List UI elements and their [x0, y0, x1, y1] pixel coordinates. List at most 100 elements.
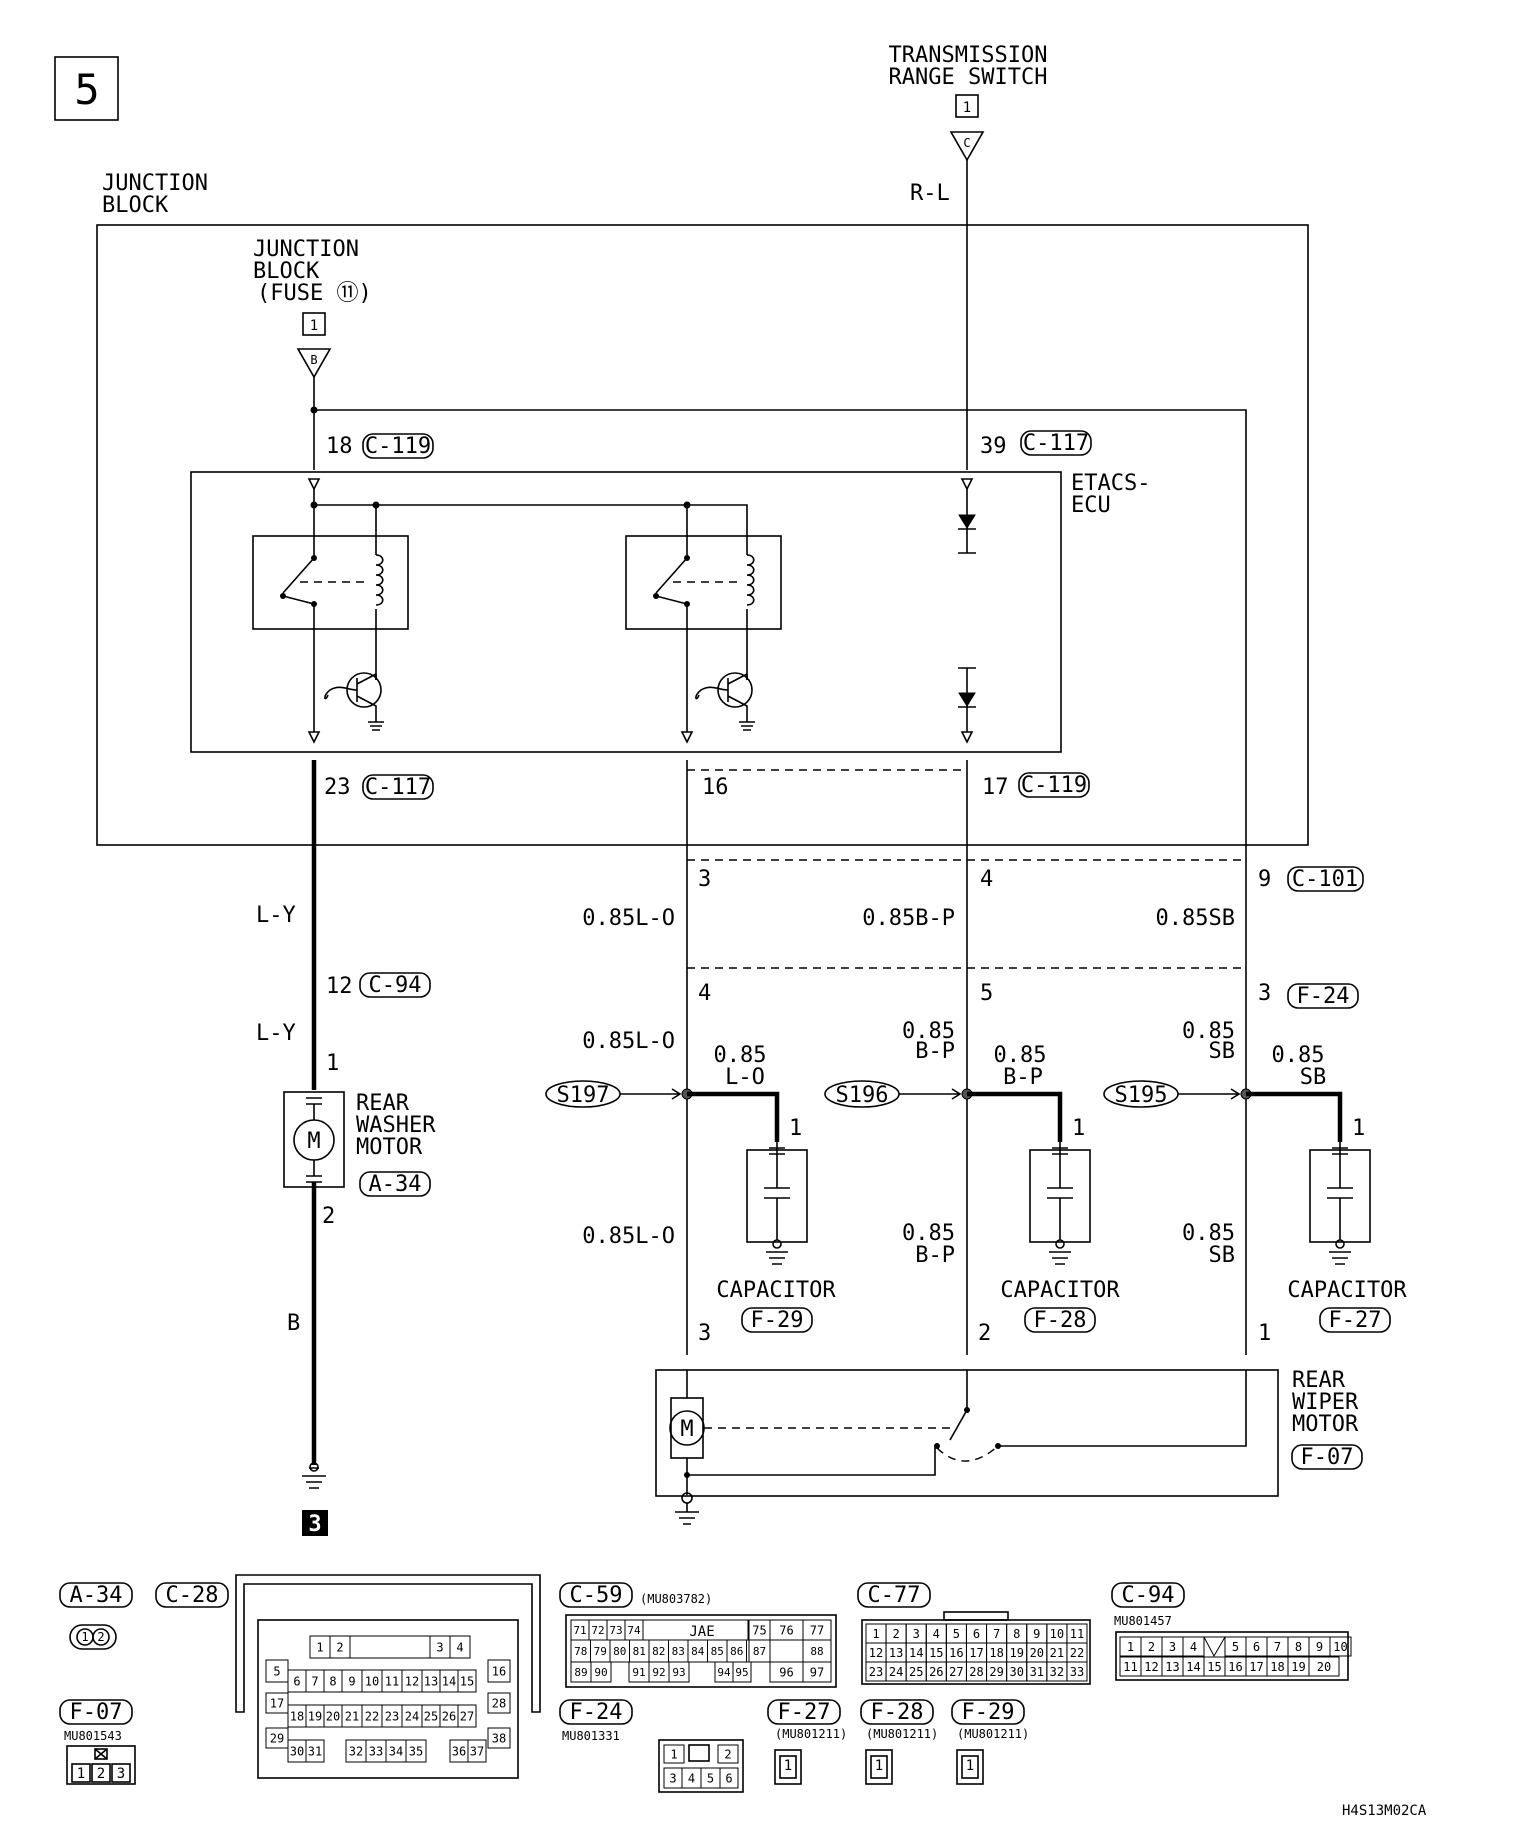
fuse-label-3: (FUSE ⑪) [257, 281, 372, 306]
etacs-ecu-label-2: ECU [1071, 493, 1111, 518]
fuse-page-ref: 1 [310, 318, 318, 334]
wire-color-l-y-2: L-Y [256, 1021, 296, 1046]
conn-box-c119-top [362, 433, 434, 459]
c59-pin-90-cell [590, 1661, 612, 1683]
legend-f28-tag [860, 1699, 934, 1725]
rear-washer-motor-label-1: REAR [356, 1091, 410, 1116]
c77-pin-32-label: 32 [1050, 1665, 1064, 1679]
relay-2-box [625, 535, 782, 630]
legend-f07-part: MU801543 [64, 1729, 122, 1743]
wire-color-r-l: R-L [910, 181, 950, 206]
relay-1-box [252, 535, 409, 630]
c59-pin-81-label: 81 [633, 1645, 646, 1658]
ecu-input-arrow-18 [307, 478, 321, 491]
c59-pin-83-label: 83 [672, 1645, 685, 1658]
splice-s197-label: S197 [557, 1083, 610, 1108]
pin-3-wiper: 3 [698, 1321, 711, 1346]
capacitor-f29-ground-lines [766, 1251, 788, 1265]
c59-pin-80-label: 80 [613, 1645, 626, 1658]
ecu-output-arrow-23 [307, 731, 321, 744]
c94-pin-5-label: 5 [1232, 1640, 1239, 1654]
c28-pin-16-label: 16 [492, 1664, 506, 1678]
rear-washer-motor-label-2: WASHER [356, 1113, 436, 1138]
c59-pin-94-label: 94 [717, 1666, 731, 1679]
relay-2-wiring [655, 505, 748, 732]
legend-a34-tag [59, 1582, 133, 1608]
washer-motor-terminals [306, 1097, 322, 1183]
legend-f28-pin-label: 1 [875, 1758, 883, 1774]
legend-f07-pin-2-label: 2 [97, 1766, 105, 1782]
legend-c28-outer [235, 1574, 541, 1713]
c94-pin-18-label: 18 [1270, 1660, 1284, 1674]
pin-17: 17 [982, 775, 1009, 800]
wire-label-b-p-2b: B-P [915, 1039, 955, 1064]
transistor-2-ground [739, 721, 755, 731]
c77-pin-17-label: 17 [969, 1646, 983, 1660]
c77-pin-26-label: 26 [929, 1665, 943, 1679]
legend-f28-body [865, 1749, 893, 1785]
c28-pin-25-label: 25 [424, 1709, 438, 1723]
capacitor-f27-label: CAPACITOR [1287, 1278, 1407, 1303]
relay-1-contact-a [311, 555, 317, 561]
legend-f07-pin-1 [71, 1763, 91, 1783]
trs-label-line1: TRANSMISSION [889, 43, 1048, 68]
c94-key [1203, 1636, 1226, 1658]
c28-pin-24-label: 24 [405, 1709, 419, 1723]
c28-center-box-cell [349, 1635, 431, 1659]
legend-c59-jae: JAE [689, 1624, 714, 1640]
legend-f24-key [688, 1744, 710, 1762]
wire-label-sb-2a: 0.85 [1182, 1019, 1235, 1044]
conn-box-c117-top [1020, 430, 1092, 456]
c28-pin-4-label: 4 [456, 1640, 463, 1654]
legend-f07-pin-3-label: 3 [117, 1766, 125, 1782]
rear-wiper-motor-label-1: REAR [1292, 1368, 1346, 1393]
f24-pin-6-label: 6 [725, 1771, 732, 1785]
c28-pin-12-label: 12 [405, 1674, 419, 1688]
cap-wire-f28-size: 0.85 [994, 1043, 1047, 1068]
trs-page-ref: 1 [963, 100, 971, 116]
splice-s197-arrow [620, 1088, 682, 1100]
f24-pin-3-label: 3 [669, 1771, 676, 1785]
conn-box-c119-bottom [1018, 772, 1090, 798]
legend-c59-id: C-59 [570, 1583, 623, 1608]
legend-f29-tag [951, 1699, 1025, 1725]
splice-s195-label: S195 [1115, 1083, 1168, 1108]
c28-pin-29-label: 29 [270, 1731, 284, 1745]
f24-pin-2-label: 2 [724, 1747, 731, 1761]
c77-pin-14-label: 14 [909, 1646, 923, 1660]
wiper-cam-dot-3 [995, 1443, 1001, 1449]
c59-pin-74-label: 74 [627, 1624, 641, 1637]
c77-pin-4-label: 4 [933, 1627, 940, 1641]
c77-pin-6-label: 6 [973, 1627, 980, 1641]
legend-c77-id: C-77 [868, 1583, 921, 1608]
c28-pin-17-cell [265, 1692, 289, 1714]
c77-pin-19-label: 19 [1009, 1646, 1023, 1660]
ecu-output-arrow-17 [960, 731, 974, 744]
pin-4-f24: 4 [698, 981, 711, 1006]
c94-pin-9-label: 9 [1316, 1640, 1323, 1654]
cap-wire-f27-color: SB [1300, 1065, 1327, 1090]
conn-f24: F-24 [1297, 984, 1350, 1009]
c28-pin-27-cell [457, 1704, 477, 1728]
c59-pin-95-cell [732, 1661, 752, 1683]
transistor-2-leads [695, 673, 748, 722]
pin-3-c101: 3 [698, 867, 711, 892]
washer-ground-dot [309, 1462, 319, 1472]
rear-wiper-motor-label-2: WIPER [1292, 1390, 1359, 1415]
c28-pin-7-label: 7 [311, 1674, 318, 1688]
pin-1-cap-f29: 1 [789, 1116, 802, 1141]
c77-pin-5-label: 5 [953, 1627, 960, 1641]
pin-12: 12 [326, 974, 353, 999]
c77-pin-2-label: 2 [892, 1627, 899, 1641]
splice-s196-arrow [899, 1088, 962, 1100]
c28-pin-26-label: 26 [442, 1709, 456, 1723]
diode-1-symbol [958, 514, 976, 529]
capacitor-f28-symbol [1047, 1142, 1073, 1240]
diode-2-symbol [958, 692, 976, 707]
page-number-box [54, 56, 119, 121]
legend-f27-pin [779, 1755, 797, 1779]
c77-pin-30-label: 30 [1009, 1665, 1023, 1679]
ecu-input-arrow-39 [960, 478, 974, 491]
rear-wiper-motor-label-3: MOTOR [1292, 1412, 1359, 1437]
c28-pin-38-cell [487, 1727, 511, 1749]
